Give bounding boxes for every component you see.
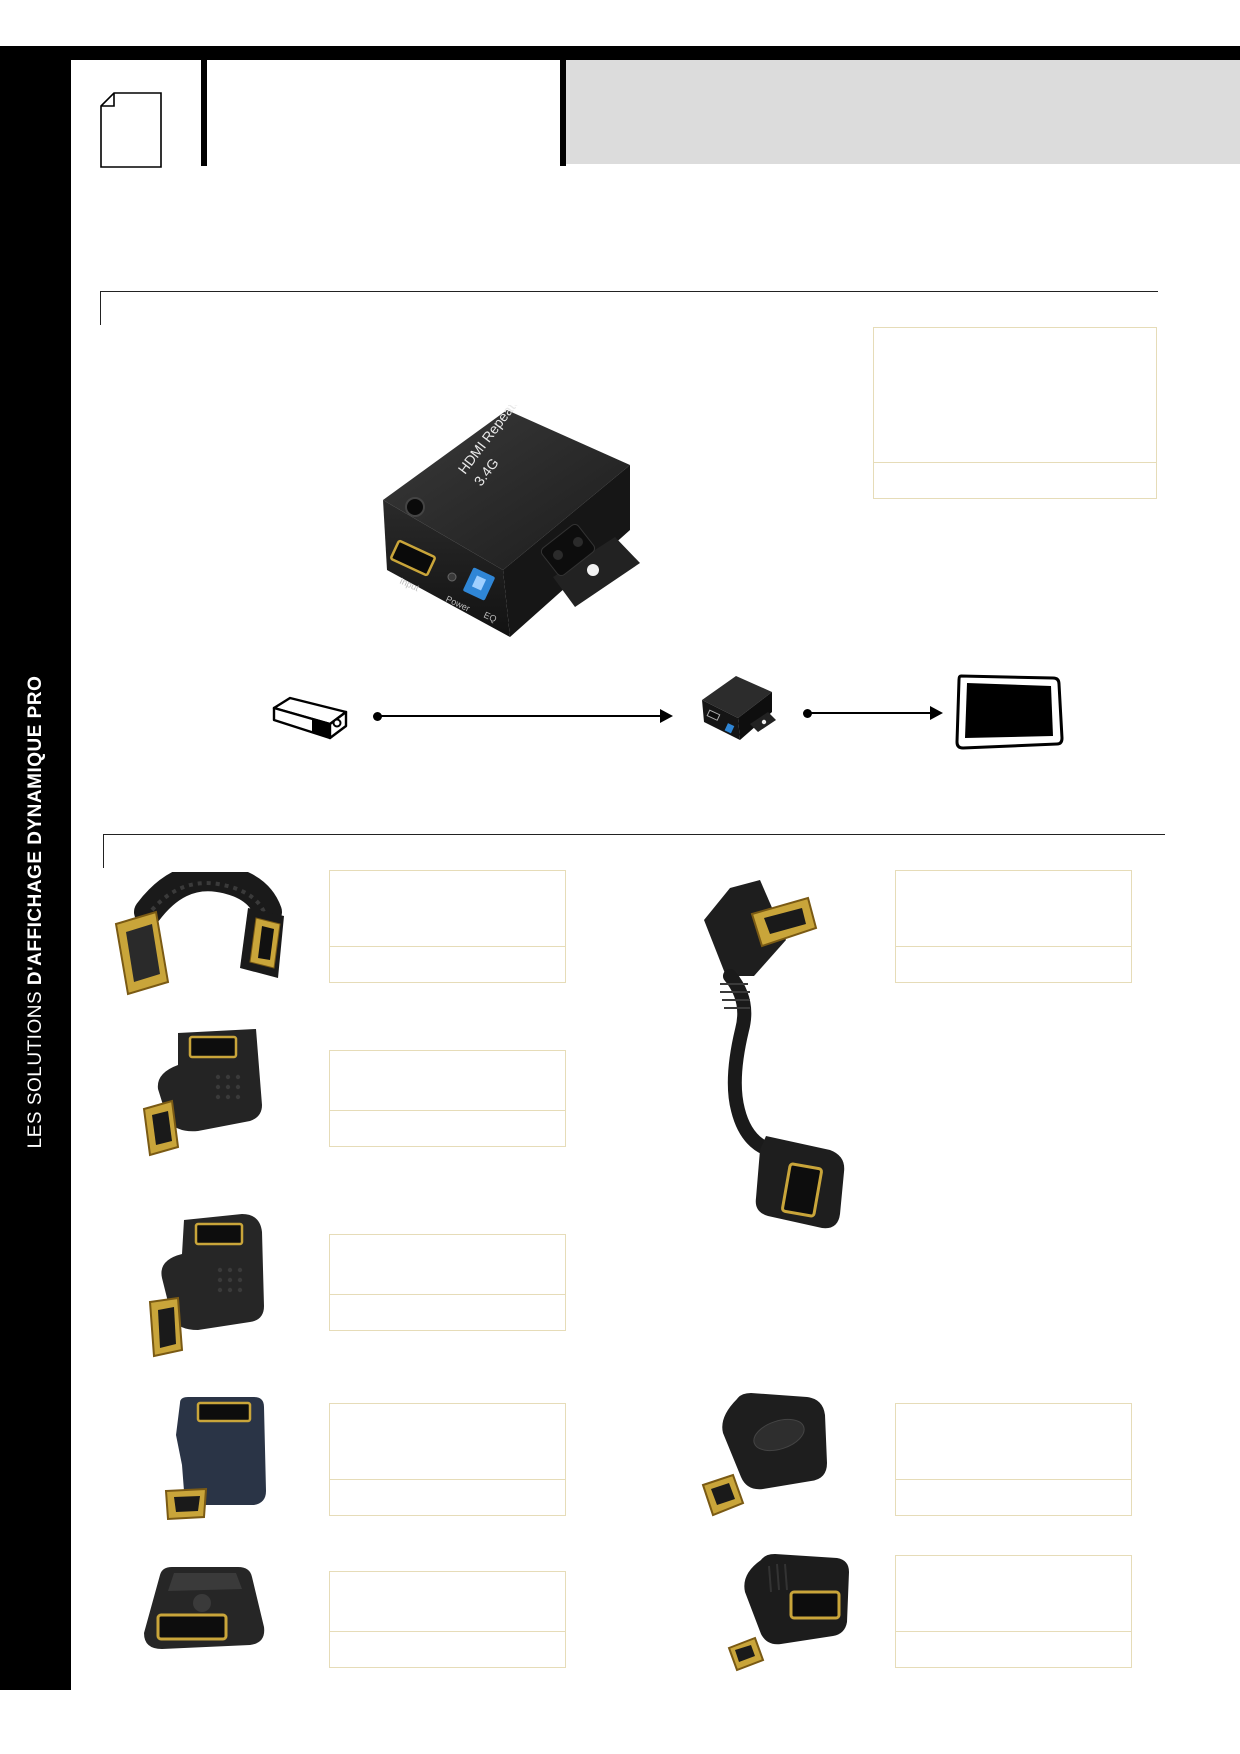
product-box-divider bbox=[896, 1479, 1131, 1480]
product-box bbox=[895, 1403, 1132, 1516]
arrow-right-icon bbox=[660, 709, 673, 723]
side-title-bold: D'AFFICHAGE DYNAMIQUE PRO bbox=[25, 675, 46, 986]
female-coupler-image bbox=[144, 1567, 265, 1649]
product-box bbox=[329, 870, 566, 983]
arrow-line bbox=[378, 715, 662, 717]
header-top-bar bbox=[0, 46, 1240, 60]
display-icon bbox=[955, 674, 1064, 750]
product-box-divider bbox=[330, 946, 565, 947]
section-divider bbox=[103, 834, 1165, 835]
up-angle-adapter-image bbox=[164, 1397, 266, 1521]
product-box bbox=[329, 1050, 566, 1147]
product-box bbox=[329, 1234, 566, 1331]
product-box-divider bbox=[896, 1631, 1131, 1632]
product-box bbox=[895, 870, 1132, 983]
header-rule bbox=[201, 60, 207, 166]
product-box bbox=[329, 1403, 566, 1516]
product-box-divider bbox=[330, 1110, 565, 1111]
angle-adapter-image bbox=[148, 1214, 264, 1358]
connector-dot bbox=[803, 709, 812, 718]
product-box-divider bbox=[896, 946, 1131, 947]
product-box-divider bbox=[330, 1631, 565, 1632]
spec-box-divider bbox=[874, 462, 1156, 463]
flex-coupler-image bbox=[114, 872, 284, 996]
side-band bbox=[0, 46, 71, 1690]
section-tick bbox=[100, 291, 101, 325]
repeater-port-eq: EQ bbox=[482, 610, 498, 625]
projector-icon bbox=[272, 696, 348, 740]
angle-adapter-image bbox=[142, 1029, 262, 1157]
side-title-light: LES SOLUTIONS bbox=[25, 985, 46, 1149]
micro-hdmi-adapter-image bbox=[727, 1554, 849, 1672]
mini-hdmi-adapter-image bbox=[701, 1393, 827, 1517]
spec-box bbox=[873, 327, 1157, 499]
arrow-right-icon bbox=[930, 706, 943, 720]
product-box-divider bbox=[330, 1294, 565, 1295]
product-box-divider bbox=[330, 1479, 565, 1480]
section-tick bbox=[103, 834, 104, 868]
product-box bbox=[895, 1555, 1132, 1668]
repeater-product-image: HDMI Repeater 3.4G Input Power EQ bbox=[383, 405, 640, 637]
connector-dot bbox=[373, 712, 382, 721]
section-divider bbox=[100, 291, 1158, 292]
header-rule bbox=[560, 60, 566, 166]
document-icon bbox=[100, 92, 162, 168]
pigtail-cable-image bbox=[704, 880, 845, 1229]
product-box bbox=[329, 1571, 566, 1668]
arrow-line bbox=[808, 712, 932, 714]
repeater-icon bbox=[702, 676, 776, 740]
header-grey-panel bbox=[566, 60, 1240, 164]
side-title: LES SOLUTIONS D'AFFICHAGE DYNAMIQUE PRO bbox=[25, 676, 47, 1149]
